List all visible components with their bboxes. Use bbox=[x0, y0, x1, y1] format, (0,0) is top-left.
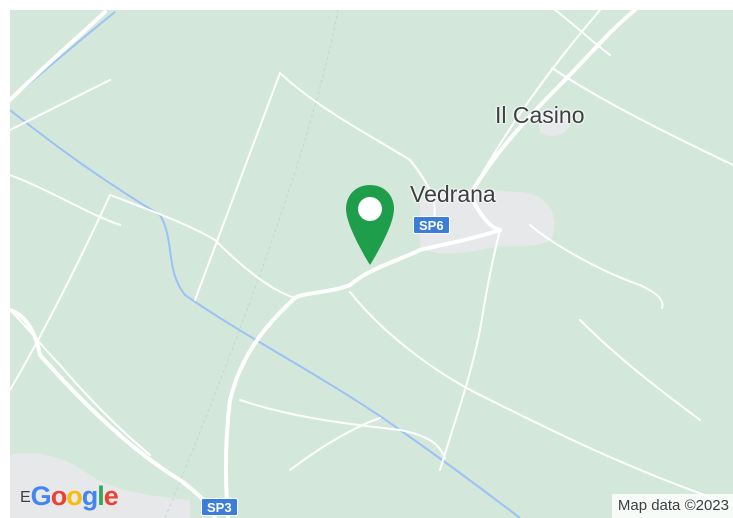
road-shield-sp6: SP6 bbox=[413, 216, 450, 234]
google-logo[interactable]: EGoogle bbox=[20, 481, 119, 512]
boundary-line bbox=[164, 9, 339, 518]
logo-letter: e bbox=[103, 481, 119, 511]
logo-letter: g bbox=[81, 481, 98, 511]
map-pin-icon[interactable] bbox=[344, 183, 396, 267]
map-attribution[interactable]: Map data ©2023 bbox=[611, 494, 733, 518]
major-roads bbox=[8, 8, 637, 518]
logo-letter: o bbox=[50, 481, 67, 511]
logo-prefix: E bbox=[20, 489, 31, 506]
frame-left bbox=[0, 0, 10, 518]
place-label-il-casino: Il Casino bbox=[495, 102, 585, 128]
minor-roads bbox=[9, 9, 733, 506]
logo-letter: l bbox=[97, 481, 104, 511]
frame-top bbox=[0, 0, 733, 10]
logo-letter: o bbox=[66, 481, 82, 511]
settlement-il-casino bbox=[538, 109, 570, 137]
settlement-southwest bbox=[10, 452, 190, 518]
place-label-vedrana: Vedrana bbox=[410, 181, 496, 207]
road-shield-sp3: SP3 bbox=[201, 498, 238, 516]
logo-letter: G bbox=[30, 481, 52, 511]
